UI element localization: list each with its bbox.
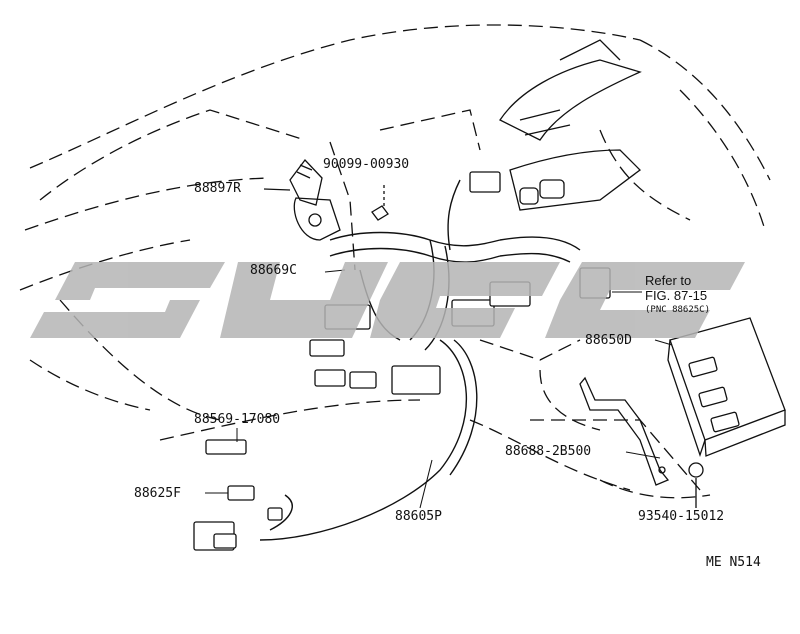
vent-assembly: [499, 39, 642, 211]
label-93540-15012: 93540-15012: [638, 509, 725, 524]
label-88897R: 88897R: [194, 181, 241, 196]
diagram-code: ME N514: [706, 555, 761, 570]
label-88669C: 88669C: [250, 263, 297, 278]
connectors: [193, 171, 611, 551]
label-88569-17080: 88569-17080: [194, 412, 281, 427]
label-88650D: 88650D: [585, 333, 632, 348]
part-88897R: [263, 158, 341, 241]
brand-watermark-logo: [30, 262, 745, 338]
reference-note-line3: (PNC 88625C): [645, 305, 711, 315]
nut-93540-15012: [688, 462, 704, 508]
module-88650D: [667, 317, 786, 458]
dashboard-outline: [19, 24, 771, 499]
harness-88669C: [259, 179, 581, 541]
part-90099-00930-bolt: [371, 185, 389, 221]
label-88605P: 88605P: [395, 509, 442, 524]
reference-note-line2: FIG. 87-15: [645, 288, 708, 303]
label-90099-00930: 90099-00930: [323, 157, 410, 172]
label-88688-2B500: 88688-2B500: [505, 444, 592, 459]
leader-lines: [205, 269, 673, 509]
reference-note-line1: Refer to: [645, 273, 692, 288]
label-88625F: 88625F: [134, 486, 181, 501]
bracket-88688-2B500: [579, 376, 670, 486]
